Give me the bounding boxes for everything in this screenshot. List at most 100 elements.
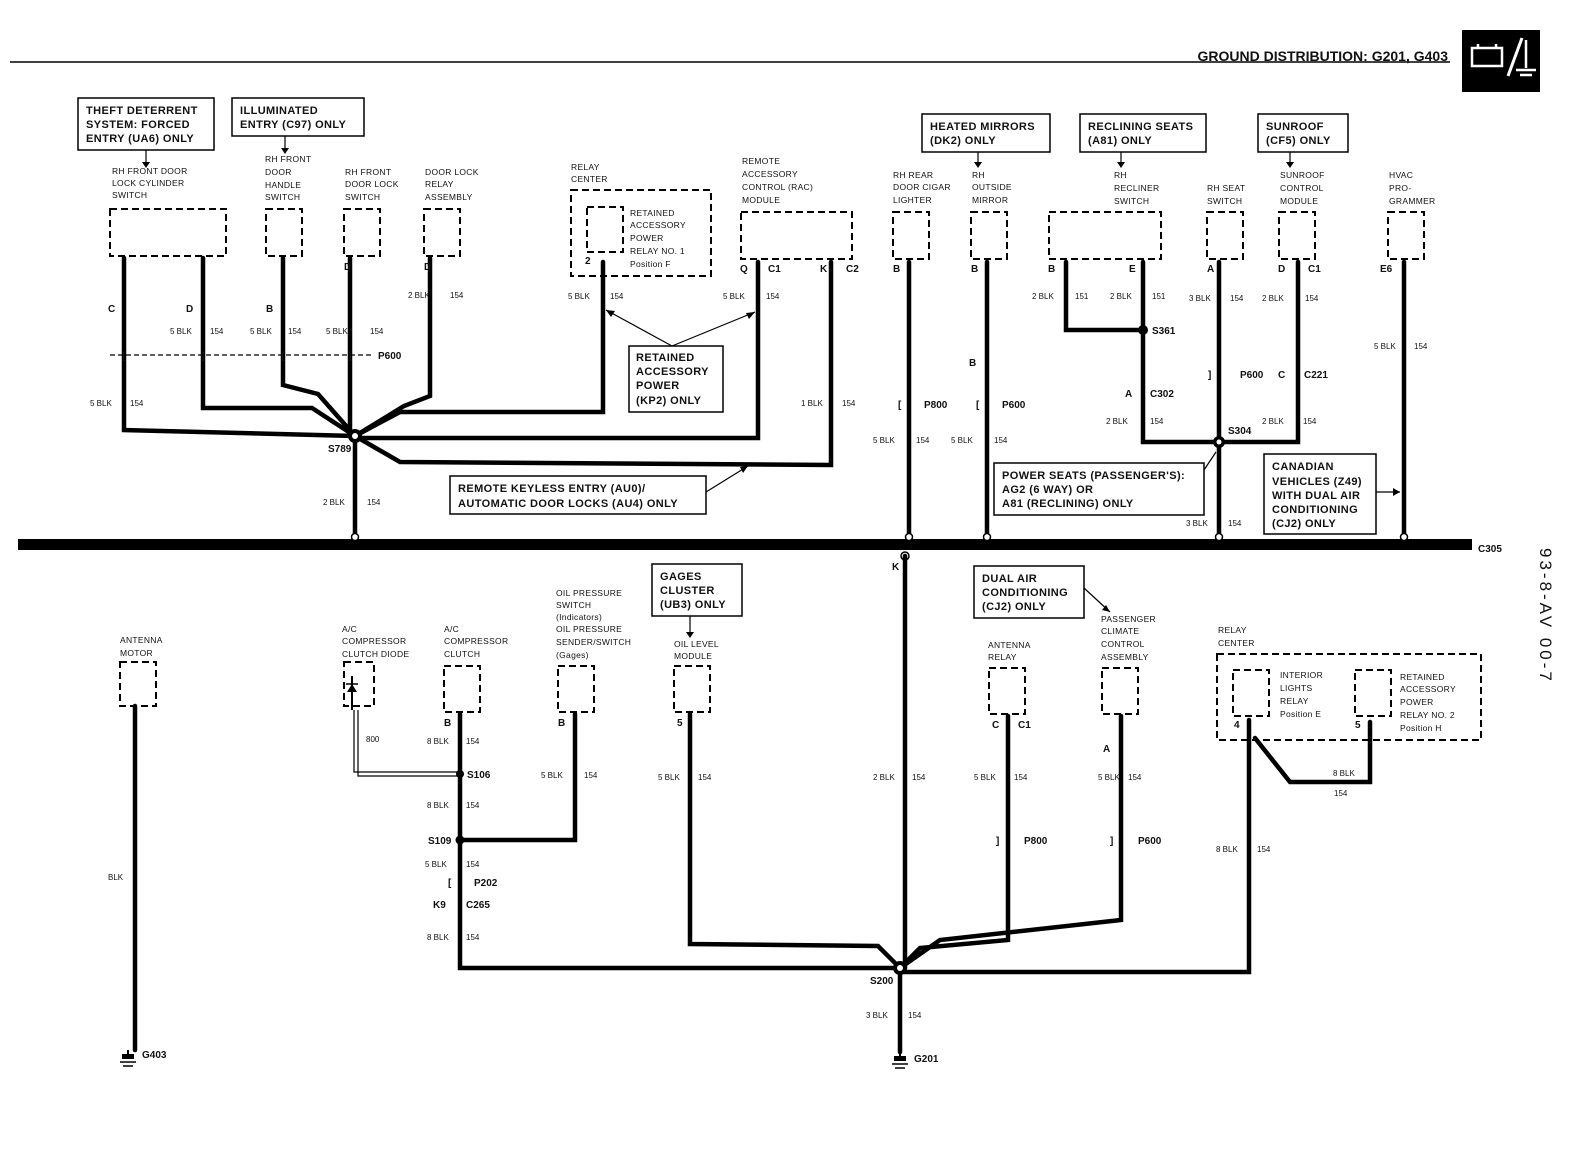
svg-text:B: B bbox=[971, 264, 978, 275]
svg-text:5 BLK: 5 BLK bbox=[873, 436, 895, 445]
svg-text:SYSTEM: FORCED: SYSTEM: FORCED bbox=[86, 119, 190, 131]
svg-text:MIRROR: MIRROR bbox=[972, 195, 1008, 205]
svg-text:CENTER: CENTER bbox=[1218, 638, 1255, 648]
svg-text:WITH DUAL AIR: WITH DUAL AIR bbox=[1272, 490, 1360, 502]
svg-text:(A81) ONLY: (A81) ONLY bbox=[1088, 135, 1152, 147]
svg-text:MODULE: MODULE bbox=[1280, 196, 1318, 206]
svg-text:OIL PRESSURE: OIL PRESSURE bbox=[556, 624, 622, 634]
svg-text:[: [ bbox=[448, 878, 452, 889]
svg-text:K9: K9 bbox=[433, 900, 446, 911]
svg-text:154: 154 bbox=[370, 327, 384, 336]
svg-text:154: 154 bbox=[912, 773, 926, 782]
svg-text:P600: P600 bbox=[1138, 836, 1162, 847]
svg-text:RELAY NO. 2: RELAY NO. 2 bbox=[1400, 710, 1455, 720]
svg-text:2 BLK: 2 BLK bbox=[1032, 292, 1054, 301]
svg-text:CONTROL: CONTROL bbox=[1280, 183, 1324, 193]
svg-text:REMOTE KEYLESS ENTRY (AU0)/: REMOTE KEYLESS ENTRY (AU0)/ bbox=[458, 483, 645, 495]
svg-text:(Gages): (Gages) bbox=[556, 650, 589, 660]
pin-label: Q bbox=[740, 264, 748, 275]
svg-text:LOCK CYLINDER: LOCK CYLINDER bbox=[112, 178, 184, 188]
svg-text:154: 154 bbox=[698, 773, 712, 782]
svg-text:2 BLK: 2 BLK bbox=[1262, 294, 1284, 303]
component-antenna-motor: ANTENNA MOTOR bbox=[119, 635, 162, 707]
note-sunroof: SUNROOF (CF5) ONLY bbox=[1257, 113, 1349, 168]
svg-text:CLUTCH DIODE: CLUTCH DIODE bbox=[342, 649, 409, 659]
connector-label: C305 bbox=[1478, 544, 1502, 555]
bottom-labels: B B 5 C C1 A 4 5 K9 C265 S106 S109 P202 … bbox=[108, 718, 1361, 1020]
svg-text:SUNROOF: SUNROOF bbox=[1280, 170, 1325, 180]
svg-text:CONDITIONING: CONDITIONING bbox=[1272, 504, 1358, 516]
svg-text:CLIMATE: CLIMATE bbox=[1101, 626, 1139, 636]
svg-text:OUTSIDE: OUTSIDE bbox=[972, 182, 1012, 192]
svg-text:154: 154 bbox=[1230, 294, 1244, 303]
svg-text:CONTROL: CONTROL bbox=[1101, 639, 1145, 649]
svg-text:VEHICLES (Z49): VEHICLES (Z49) bbox=[1272, 476, 1362, 488]
svg-text:S361: S361 bbox=[1152, 326, 1176, 337]
svg-text:INTERIOR: INTERIOR bbox=[1280, 670, 1323, 680]
svg-text:CONTROL (RAC): CONTROL (RAC) bbox=[742, 182, 813, 192]
svg-text:HVAC: HVAC bbox=[1389, 170, 1413, 180]
ground-g403: G403 bbox=[120, 1050, 167, 1067]
svg-text:S789: S789 bbox=[328, 444, 352, 455]
svg-text:154: 154 bbox=[1414, 342, 1428, 351]
pin-label: B bbox=[266, 304, 273, 315]
top-right-labels: B B B B E A C302 S361 A D C1 C C221 E6 S… bbox=[873, 264, 1428, 528]
component-rh-front-door-handle-switch: RH FRONT DOOR HANDLE SWITCH bbox=[265, 154, 311, 257]
svg-text:154: 154 bbox=[842, 399, 856, 408]
svg-text:(Indicators): (Indicators) bbox=[556, 612, 602, 622]
page-title: GROUND DISTRIBUTION: G201, G403 bbox=[1198, 48, 1449, 64]
svg-text:3 BLK: 3 BLK bbox=[1189, 294, 1211, 303]
wires-bottom bbox=[132, 553, 1373, 1055]
component-rh-front-door-lock-cylinder-switch: RH FRONT DOOR LOCK CYLINDER SWITCH bbox=[109, 166, 227, 257]
component-relay-center-bottom: RELAY CENTER INTERIOR LIGHTS RELAY Posit… bbox=[1216, 625, 1482, 741]
svg-text:154: 154 bbox=[584, 771, 598, 780]
page-code: 93-8-AV 00-7 bbox=[1536, 548, 1555, 684]
svg-text:RH FRONT DOOR: RH FRONT DOOR bbox=[112, 166, 188, 176]
svg-text:151: 151 bbox=[1152, 292, 1166, 301]
svg-text:5 BLK: 5 BLK bbox=[90, 399, 112, 408]
pin-label: 2 bbox=[585, 256, 591, 267]
svg-text:A/C: A/C bbox=[342, 624, 357, 634]
svg-text:(CJ2) ONLY: (CJ2) ONLY bbox=[1272, 518, 1336, 530]
wires-s789-group: [ ] [ ] P600 S789 bbox=[110, 255, 834, 548]
svg-text:S304: S304 bbox=[1228, 426, 1252, 437]
wires-top-right bbox=[906, 259, 1407, 548]
svg-text:SWITCH: SWITCH bbox=[1207, 196, 1242, 206]
svg-text:151: 151 bbox=[1075, 292, 1089, 301]
svg-text:RETAINED: RETAINED bbox=[1400, 672, 1445, 682]
svg-text:RETAINED: RETAINED bbox=[636, 352, 695, 364]
svg-text:POWER: POWER bbox=[636, 380, 680, 392]
svg-text:OIL PRESSURE: OIL PRESSURE bbox=[556, 588, 622, 598]
svg-text:RELAY: RELAY bbox=[988, 652, 1017, 662]
svg-text:D: D bbox=[1278, 264, 1285, 275]
svg-text:PASSENGER: PASSENGER bbox=[1101, 614, 1156, 624]
svg-text:[: [ bbox=[122, 351, 126, 362]
note-power-seats: POWER SEATS (PASSENGER'S): AG2 (6 WAY) O… bbox=[993, 451, 1217, 516]
note-retained-accessory-power: RETAINED ACCESSORY POWER (KP2) ONLY bbox=[605, 309, 756, 413]
svg-text:154: 154 bbox=[466, 933, 480, 942]
svg-text:P800: P800 bbox=[924, 400, 948, 411]
note-canadian-vehicles: CANADIAN VEHICLES (Z49) WITH DUAL AIR CO… bbox=[1263, 453, 1400, 535]
svg-text:CENTER: CENTER bbox=[571, 174, 608, 184]
svg-text:RECLINING SEATS: RECLINING SEATS bbox=[1088, 121, 1193, 133]
svg-text:POWER: POWER bbox=[630, 233, 664, 243]
svg-text:P600: P600 bbox=[1002, 400, 1026, 411]
component-door-lock-relay-assembly: DOOR LOCK RELAY ASSEMBLY bbox=[423, 167, 478, 257]
pin-label: D bbox=[424, 262, 431, 273]
svg-text:ACCESSORY: ACCESSORY bbox=[742, 169, 798, 179]
svg-text:154: 154 bbox=[450, 291, 464, 300]
svg-text:C: C bbox=[1278, 370, 1285, 381]
svg-text:POWER: POWER bbox=[1400, 697, 1434, 707]
pin-label: C2 bbox=[846, 264, 859, 275]
note-heated-mirrors: HEATED MIRRORS (DK2) ONLY bbox=[921, 113, 1051, 168]
svg-text:2 BLK: 2 BLK bbox=[1110, 292, 1132, 301]
pin-label: D bbox=[186, 304, 193, 315]
svg-text:154: 154 bbox=[916, 436, 930, 445]
svg-text:154: 154 bbox=[1334, 789, 1348, 798]
svg-text:B: B bbox=[969, 358, 976, 369]
svg-text:5 BLK: 5 BLK bbox=[658, 773, 680, 782]
svg-text:COMPRESSOR: COMPRESSOR bbox=[342, 636, 406, 646]
svg-text:8 BLK: 8 BLK bbox=[1333, 769, 1355, 778]
svg-text:2 BLK: 2 BLK bbox=[1262, 417, 1284, 426]
